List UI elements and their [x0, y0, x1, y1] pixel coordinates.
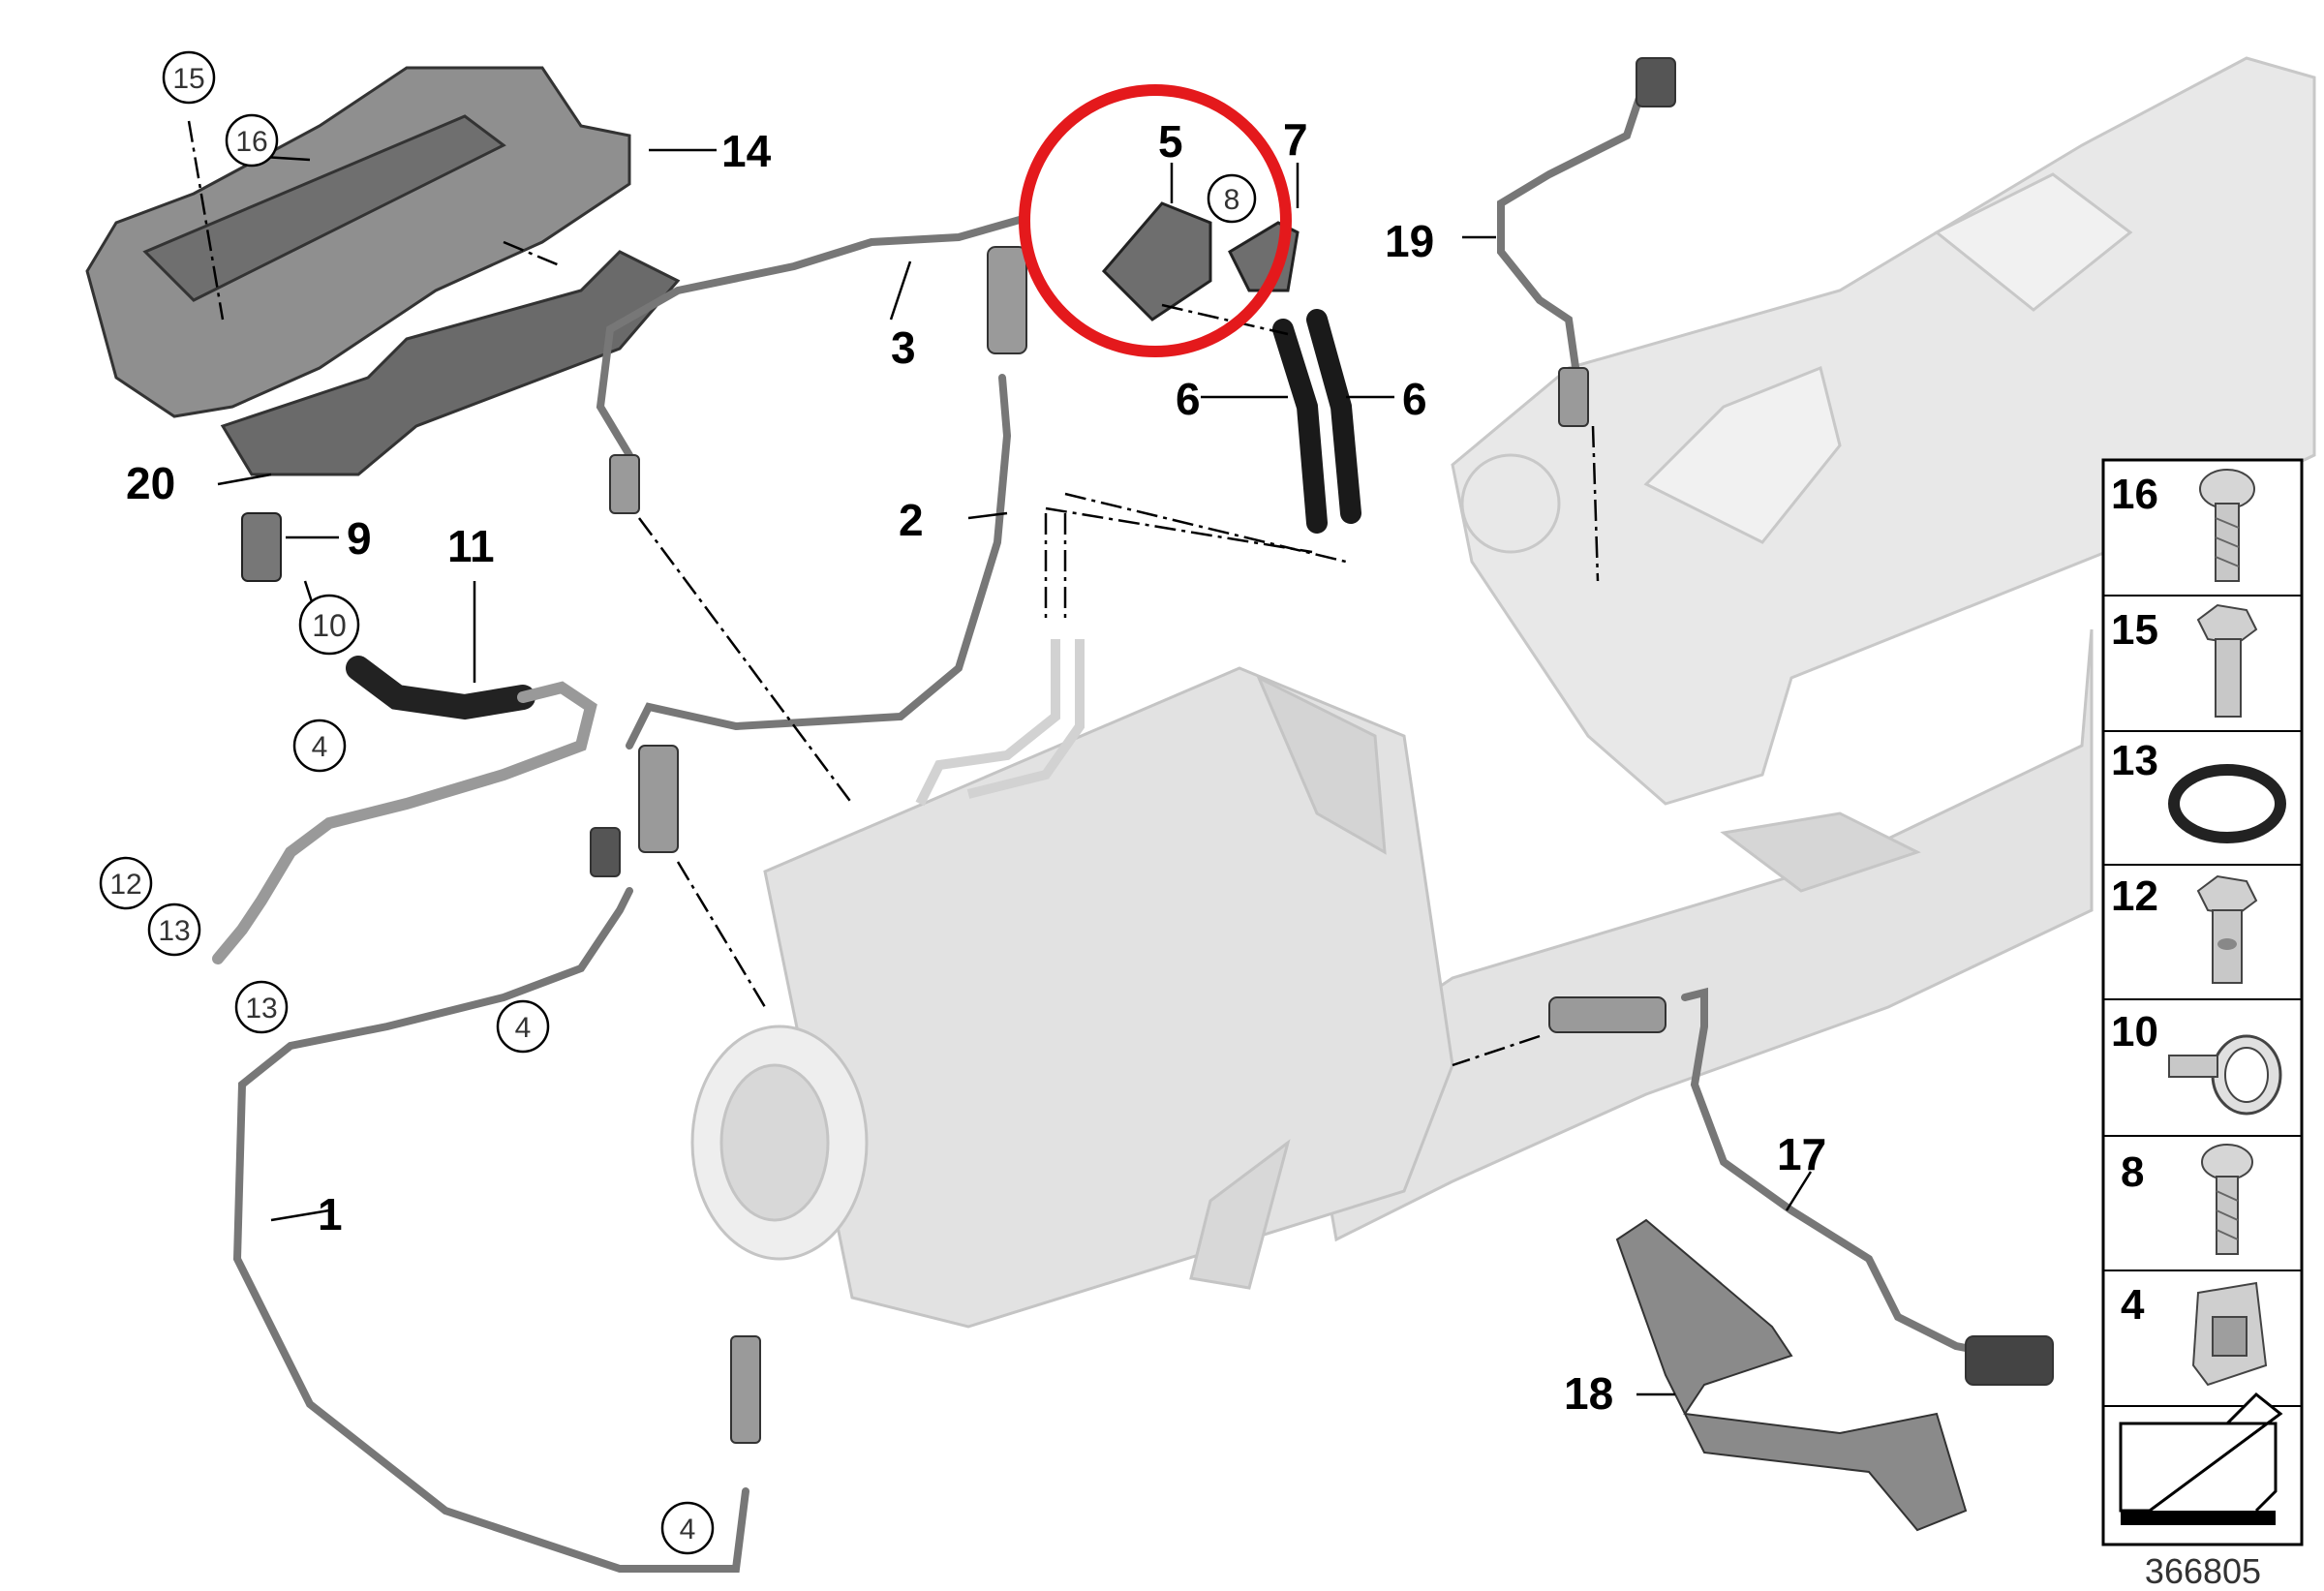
svg-text:13: 13 [158, 915, 190, 947]
hose-clamp-icon [2168, 1034, 2282, 1116]
callout-13a: 13 [147, 903, 201, 957]
torx-screw-icon [2201, 1144, 2253, 1255]
exhaust-pipe [1305, 628, 2094, 1242]
highlight-circle [1019, 84, 1292, 357]
legend-row-15: 15 [2111, 603, 2258, 718]
svg-text:12: 12 [109, 869, 141, 901]
clip-nut-icon [2191, 1281, 2268, 1387]
callout-9: 9 [347, 513, 372, 564]
callout-17: 17 [1777, 1129, 1826, 1179]
banjo-bolt-icon [2196, 874, 2258, 984]
legend-number-8: 8 [2121, 1148, 2144, 1196]
diagram-reference-number: 366805 [2145, 1551, 2261, 1591]
callout-18: 18 [1564, 1368, 1613, 1419]
cable-part-2 [626, 374, 1012, 750]
legend-row-16: 16 [2111, 469, 2255, 582]
callout-20: 20 [126, 458, 175, 508]
legend-row-4: 4 [2121, 1281, 2268, 1387]
callout-6b: 6 [1402, 374, 1427, 424]
callout-15: 15 [162, 50, 216, 105]
legend-number-16: 16 [2111, 471, 2158, 518]
svg-text:15: 15 [172, 63, 204, 95]
callout-labels: 15 16 8 10 4 12 13 13 4 4 14 20 9 11 3 2… [99, 50, 1826, 1555]
callout-19: 19 [1385, 216, 1434, 266]
callout-10: 10 [298, 594, 360, 656]
legend-row-arrow [2119, 1392, 2283, 1525]
callout-2: 2 [899, 495, 924, 545]
callout-14: 14 [721, 126, 772, 176]
legend-row-10: 10 [2111, 1008, 2282, 1116]
assembly-lines [187, 120, 1600, 1067]
callout-1: 1 [318, 1189, 343, 1239]
svg-text:4: 4 [312, 731, 328, 763]
pressure-pipes [915, 639, 1085, 807]
callout-6a: 6 [1176, 374, 1201, 424]
cable-part-17 [1681, 987, 2008, 1360]
callout-8: 8 [1207, 173, 1257, 224]
seal-ring-icon [2168, 764, 2286, 843]
svg-text:16: 16 [235, 126, 267, 158]
exhaust-temperature-sensors [590, 57, 2054, 1444]
sensor-cables [232, 74, 2008, 1573]
legend-number-12: 12 [2111, 872, 2158, 920]
cable-part-19 [1497, 74, 1650, 391]
heat-shield-bracket [220, 250, 681, 476]
svg-text:4: 4 [680, 1514, 696, 1545]
fastener-legend: 16 15 13 12 [2101, 458, 2304, 1546]
legend-row-12: 12 [2111, 872, 2258, 984]
callout-7: 7 [1283, 114, 1308, 165]
hex-bolt-icon [2196, 603, 2258, 718]
svg-text:13: 13 [245, 993, 277, 1025]
callout-16: 16 [225, 113, 279, 168]
installation-arrow-icon [2119, 1392, 2283, 1525]
legend-row-8: 8 [2121, 1144, 2253, 1255]
intake-manifold [1451, 56, 2316, 806]
particulate-filter [690, 666, 1454, 1329]
svg-text:8: 8 [1224, 184, 1240, 216]
callout-12: 12 [99, 856, 153, 910]
cable-part-3 [596, 214, 1030, 459]
legend-number-15: 15 [2111, 606, 2158, 654]
callout-4c: 4 [660, 1501, 715, 1555]
hose-assembly [212, 656, 597, 964]
callout-13b: 13 [234, 980, 289, 1034]
callout-4b: 4 [496, 999, 550, 1054]
svg-text:4: 4 [515, 1012, 532, 1044]
torx-screw-icon [2199, 469, 2255, 582]
bracket-part-18 [1615, 1218, 1968, 1532]
callout-4a: 4 [292, 719, 347, 773]
cable-part-1 [232, 887, 749, 1573]
pressure-sensor [1101, 201, 1300, 321]
vacuum-hoses [1272, 309, 1361, 534]
legend-number-10: 10 [2111, 1008, 2158, 1056]
callout-5: 5 [1158, 116, 1183, 167]
callout-11: 11 [447, 521, 495, 571]
legend-row-13: 13 [2111, 737, 2286, 843]
legend-number-13: 13 [2111, 737, 2158, 784]
svg-text:10: 10 [312, 608, 347, 643]
callout-3: 3 [891, 322, 916, 373]
pressure-switch-part-9 [241, 512, 282, 582]
legend-number-4: 4 [2121, 1281, 2145, 1329]
